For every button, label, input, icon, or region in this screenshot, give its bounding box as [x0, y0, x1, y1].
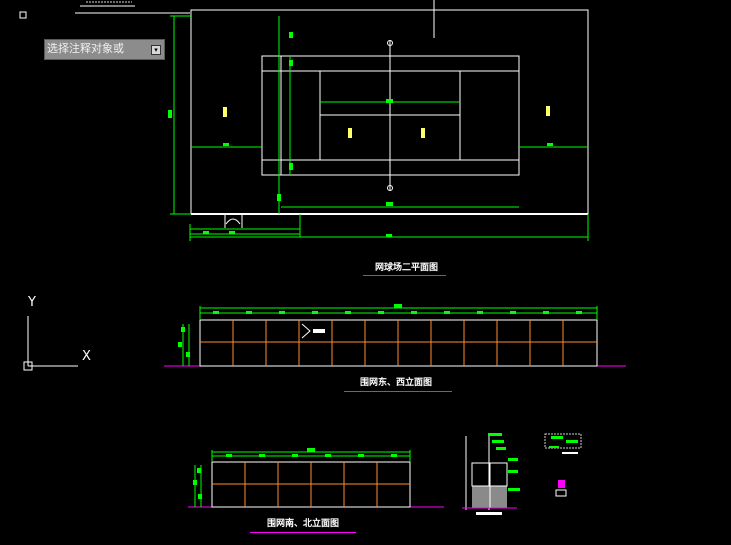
dropdown-arrow-icon[interactable]: ▾	[151, 45, 161, 55]
connector-detail[interactable]	[544, 433, 582, 497]
command-prompt[interactable]: 选择注释对象或 ▾	[44, 39, 165, 60]
south-north-elevation-title: 围网南、北立面图	[267, 519, 340, 529]
ucs-y-label: Y	[28, 295, 36, 310]
south-north-title-underline	[250, 532, 356, 533]
pickbox-icon	[19, 11, 27, 19]
tennis-court-plan[interactable]	[168, 0, 589, 241]
east-west-elevation[interactable]	[164, 304, 626, 367]
command-prompt-text: 选择注释对象或	[47, 42, 124, 55]
east-west-elevation-title: 围网东、西立面图	[360, 378, 433, 388]
south-north-elevation[interactable]	[188, 448, 444, 508]
plan-title: 网球场二平面图	[375, 263, 439, 273]
post-detail[interactable]	[462, 433, 520, 515]
ucs-x-label: X	[82, 349, 91, 364]
ucs-icon	[23, 316, 78, 371]
east-west-title-underline	[344, 391, 452, 392]
plan-title-underline	[363, 275, 446, 276]
top-left-fragment	[75, 1, 190, 14]
